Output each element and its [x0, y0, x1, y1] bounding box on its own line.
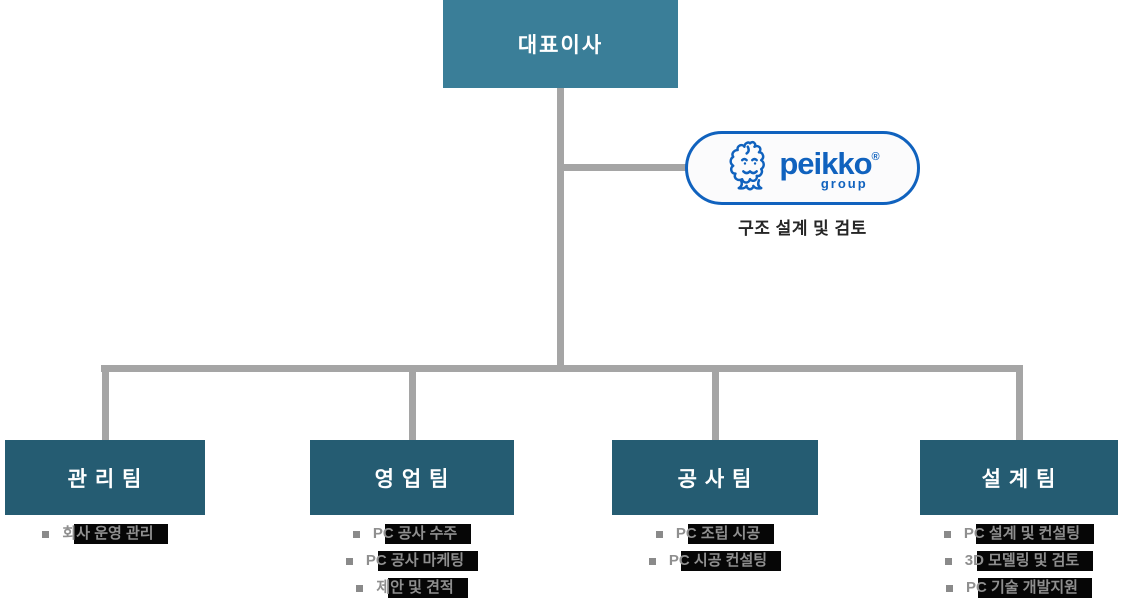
peikko-logo: peikko® group: [685, 131, 920, 205]
ceo-box: 대표이사: [443, 0, 678, 88]
duty-text: 제안 및 견적: [376, 578, 468, 598]
connector-main-horizontal: [101, 365, 1023, 372]
team-label: 영 업 팀: [374, 467, 450, 491]
team-duty-list: PC 조립 시공 PC 시공 컨설팅: [565, 524, 865, 578]
peikko-caption: 구조 설계 및 검토: [738, 219, 867, 238]
square-bullet-icon: [648, 557, 656, 565]
square-bullet-icon: [943, 530, 951, 538]
duty-item: 제안 및 견적: [356, 578, 468, 598]
square-bullet-icon: [655, 530, 663, 538]
team-box: 공 사 팀: [612, 440, 818, 515]
square-bullet-icon: [946, 584, 953, 592]
peikko-troll-icon: [729, 140, 766, 191]
duty-item: PC 설계 및 컨설팅: [943, 524, 1095, 544]
duty-item: PC 시공 컨설팅: [648, 551, 782, 571]
team-box: 관 리 팀: [5, 440, 205, 515]
connector-drop: [1015, 368, 1023, 440]
square-bullet-icon: [944, 557, 952, 565]
duty-text: PC 공사 마케팅: [365, 551, 479, 571]
connector-drop: [408, 368, 416, 440]
duty-text: PC 공사 수주: [372, 524, 472, 544]
peikko-wordmark: peikko® group: [779, 146, 879, 190]
peikko-name-text: peikko: [779, 146, 872, 181]
square-bullet-icon: [42, 530, 50, 538]
connector-ceo-vertical: [557, 88, 564, 367]
connector-drop: [711, 368, 719, 440]
duty-text: 회사 운영 관리: [62, 524, 168, 544]
duty-text: PC 기술 개발지원: [966, 578, 1092, 598]
team-label: 공 사 팀: [677, 467, 753, 491]
team-box: 영 업 팀: [310, 440, 514, 515]
duty-item: PC 조립 시공: [655, 524, 775, 544]
team-label: 관 리 팀: [67, 467, 143, 491]
team-duty-list: 회사 운영 관리: [0, 524, 255, 551]
duty-item: PC 기술 개발지원: [946, 578, 1092, 598]
duty-text: PC 시공 컨설팅: [668, 551, 782, 571]
square-bullet-icon: [356, 584, 364, 592]
duty-item: 3D 모델링 및 검토: [944, 551, 1094, 571]
duty-text: PC 설계 및 컨설팅: [963, 524, 1095, 544]
duty-item: 회사 운영 관리: [42, 524, 168, 544]
ceo-label: 대표이사: [517, 34, 604, 57]
duty-item: PC 공사 수주: [352, 524, 472, 544]
registered-trademark-icon: ®: [871, 151, 880, 163]
duty-text: PC 조립 시공: [675, 524, 775, 544]
connector-peikko-branch: [560, 164, 686, 171]
duty-text: 3D 모델링 및 검토: [964, 551, 1094, 571]
peikko-group-text: group: [820, 176, 868, 191]
team-duty-list: PC 설계 및 컨설팅 3D 모델링 및 검토 PC 기술 개발지원: [869, 524, 1124, 598]
team-box: 설 계 팀: [920, 440, 1118, 515]
team-label: 설 계 팀: [981, 467, 1057, 491]
connector-drop: [101, 368, 109, 440]
square-bullet-icon: [352, 530, 360, 538]
square-bullet-icon: [345, 557, 353, 565]
team-duty-list: PC 공사 수주 PC 공사 마케팅 제안 및 견적: [262, 524, 562, 598]
duty-item: PC 공사 마케팅: [345, 551, 479, 571]
